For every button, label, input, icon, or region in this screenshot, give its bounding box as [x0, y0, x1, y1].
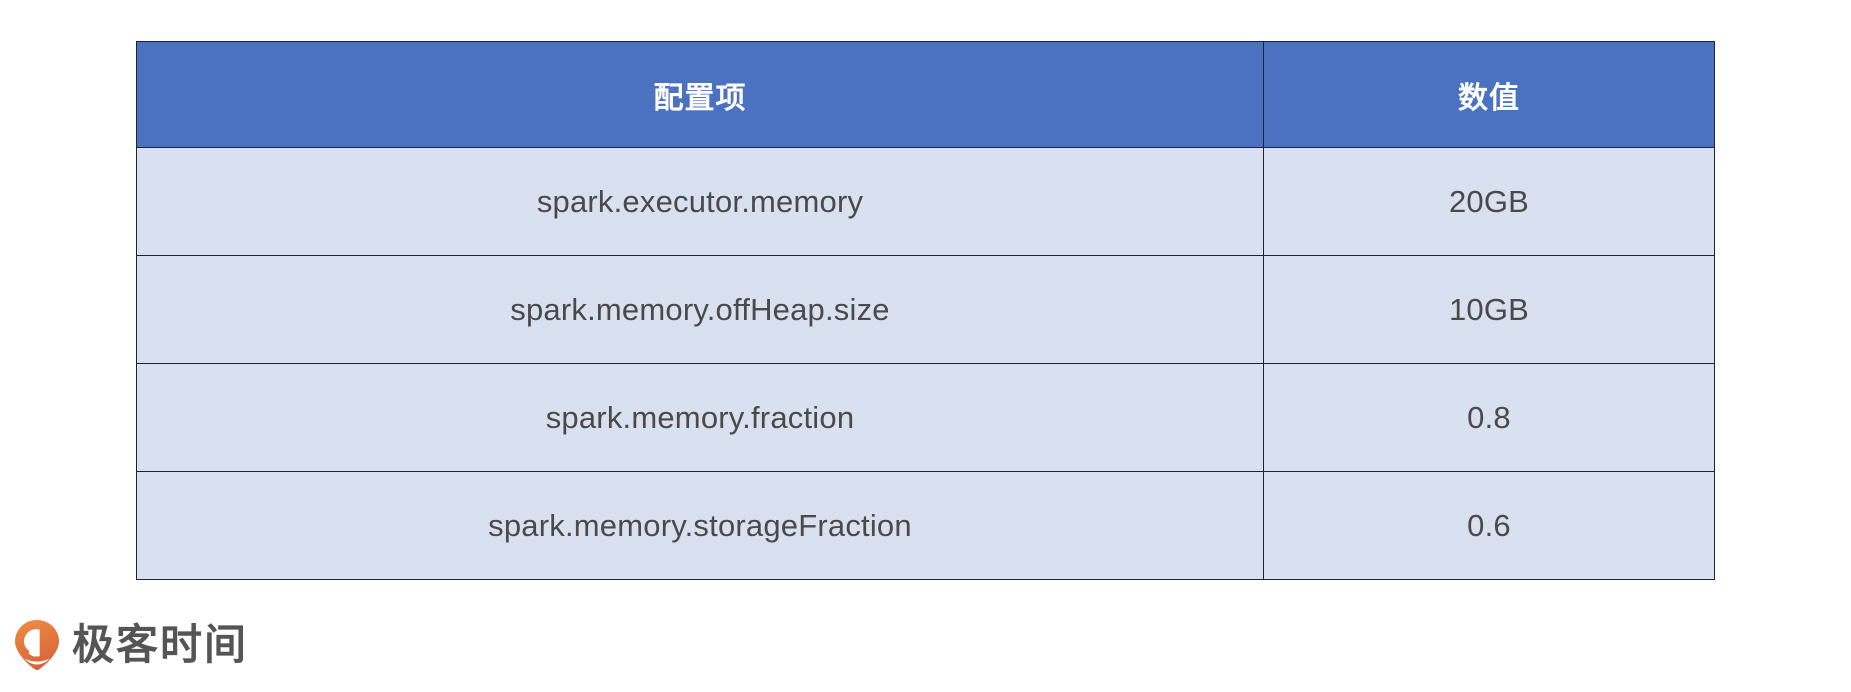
spark-memory-config-table: 配置项 数值 spark.executor.memory 20GB spark.… — [136, 41, 1715, 580]
table-row: spark.memory.offHeap.size 10GB — [136, 255, 1715, 364]
table-row: spark.memory.fraction 0.8 — [136, 363, 1715, 472]
column-header-value: 数值 — [1263, 41, 1715, 148]
config-key-cell: spark.memory.offHeap.size — [136, 255, 1264, 364]
table-header-row: 配置项 数值 — [136, 41, 1715, 148]
config-value-cell: 0.6 — [1263, 471, 1715, 580]
column-header-config-item: 配置项 — [136, 41, 1264, 148]
config-value-cell: 0.8 — [1263, 363, 1715, 472]
brand-logo: 极客时间 — [14, 619, 248, 671]
table-row: spark.executor.memory 20GB — [136, 147, 1715, 256]
table-header: 配置项 数值 — [136, 41, 1715, 148]
table-row: spark.memory.storageFraction 0.6 — [136, 471, 1715, 580]
config-value-cell: 10GB — [1263, 255, 1715, 364]
config-key-cell: spark.executor.memory — [136, 147, 1264, 256]
config-key-cell: spark.memory.fraction — [136, 363, 1264, 472]
config-key-cell: spark.memory.storageFraction — [136, 471, 1264, 580]
geektime-pin-icon — [15, 620, 59, 671]
table-body: spark.executor.memory 20GB spark.memory.… — [136, 147, 1715, 580]
brand-name: 极客时间 — [72, 621, 249, 668]
config-value-cell: 20GB — [1263, 147, 1715, 256]
